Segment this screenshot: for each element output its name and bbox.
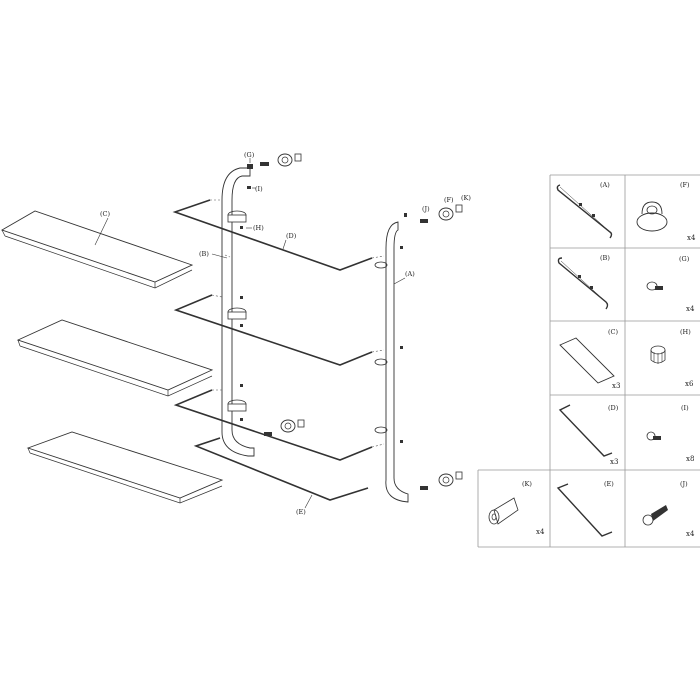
part-cell-b: (B) (557, 254, 610, 310)
part-cell-i: (I) x8 (646, 404, 694, 463)
label-b: (B) (199, 250, 209, 258)
label-c: (C) (100, 210, 111, 218)
leader-b (211, 253, 228, 259)
leader-a (393, 277, 406, 285)
part-cell-a: (A) (556, 181, 613, 239)
glass-shelf-bottom (26, 431, 224, 504)
exploded-view: (C) (D) (E) (B) (0, 151, 471, 516)
label-f: (F) (444, 196, 454, 204)
wire-support-bottom (173, 389, 373, 461)
parts-table: (A) (F) x4 (B) (G) x4 (477, 174, 700, 548)
part-c-label: (C) (608, 328, 619, 336)
label-e: (E) (296, 508, 306, 516)
part-g-label: (G) (679, 255, 690, 263)
part-a-label: (A) (600, 181, 610, 189)
wall-mount-bottom-left (264, 419, 305, 436)
part-cell-c: (C) x3 (559, 328, 620, 390)
part-d-label: (D) (608, 404, 619, 412)
part-j-qty: x4 (686, 530, 695, 538)
part-cell-k: (K) x4 (488, 480, 545, 536)
leader-e (304, 494, 313, 509)
parts-table-grid (477, 174, 700, 548)
part-h-label: (H) (680, 328, 691, 336)
label-h: (H) (253, 224, 264, 232)
part-c-qty: x3 (612, 382, 620, 390)
tube-clamp (227, 210, 388, 434)
part-cell-j: (J) x4 (642, 480, 695, 538)
leader-d (282, 239, 287, 250)
part-k-qty: x4 (536, 528, 545, 536)
label-i: (I) (255, 185, 263, 193)
right-tube (385, 221, 409, 503)
part-h-qty: x6 (685, 380, 694, 388)
glass-shelf-top (0, 210, 194, 289)
leader-c (94, 217, 109, 246)
label-j: (J) (422, 205, 430, 213)
glass-shelf-middle (16, 319, 214, 397)
part-cell-g: (G) x4 (646, 255, 695, 313)
wire-support-top (172, 199, 373, 271)
part-b-label: (B) (600, 254, 610, 262)
wire-support-middle (173, 294, 373, 366)
bottom-rail (193, 437, 369, 501)
part-f-label: (F) (680, 181, 690, 189)
label-a: (A) (405, 270, 415, 278)
wall-mount-bottom-right (420, 471, 463, 490)
wall-mount-top-right (420, 204, 463, 223)
assembly-arrows (210, 199, 385, 448)
part-g-qty: x4 (686, 305, 695, 313)
label-k: (K) (461, 194, 471, 202)
label-d: (D) (286, 232, 297, 240)
part-f-qty: x4 (687, 234, 696, 242)
part-i-qty: x8 (686, 455, 694, 463)
part-e-label: (E) (604, 480, 614, 488)
part-i-label: (I) (681, 404, 689, 412)
wall-mount-top-left (260, 153, 302, 167)
part-d-qty: x3 (610, 458, 618, 466)
part-cell-e: (E) (556, 480, 614, 537)
part-j-label: (J) (680, 480, 688, 488)
screw-g (247, 158, 253, 169)
label-g: (G) (244, 151, 255, 159)
tube-screws (240, 186, 407, 443)
part-k-label: (K) (522, 480, 532, 488)
part-cell-h: (H) x6 (650, 328, 694, 388)
left-tube (221, 167, 255, 457)
part-cell-d: (D) x3 (558, 404, 619, 466)
part-cell-f: (F) x4 (636, 181, 696, 242)
